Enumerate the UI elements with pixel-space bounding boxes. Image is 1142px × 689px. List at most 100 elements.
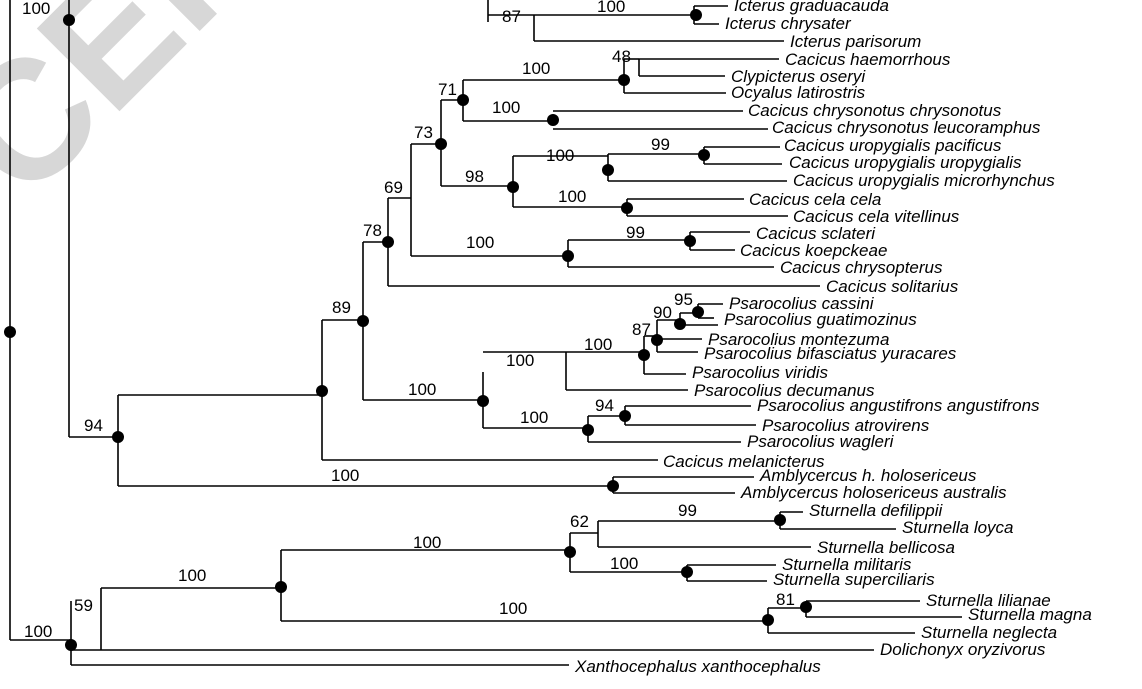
- support-label: 99: [651, 135, 670, 154]
- tree-node-dot: [651, 334, 663, 346]
- tip-label: Icterus chrysater: [725, 14, 852, 33]
- support-label: 100: [22, 0, 50, 18]
- tree-node-dot: [477, 395, 489, 407]
- tree-node-dot: [607, 480, 619, 492]
- tip-label: Cacicus chrysopterus: [780, 258, 943, 277]
- tip-label: Xanthocephalus xanthocephalus: [574, 657, 821, 676]
- tree-node-dot: [562, 250, 574, 262]
- tip-label: Psarocolius angustifrons angustifrons: [757, 396, 1040, 415]
- support-label: 100: [331, 466, 359, 485]
- support-label: 81: [776, 590, 795, 609]
- support-label: 78: [363, 221, 382, 240]
- tip-label: Cacicus chrysonotus chrysonotus: [748, 101, 1002, 120]
- tip-label: Cacicus uropygialis uropygialis: [789, 153, 1022, 172]
- tip-label: Cacicus uropygialis microrhynchus: [793, 171, 1055, 190]
- support-label: 59: [74, 596, 93, 615]
- tip-labels: Icterus graduacauda Icterus chrysater Ic…: [574, 0, 1092, 676]
- support-label: 71: [438, 80, 457, 99]
- tip-label: Cacicus haemorrhous: [785, 50, 951, 69]
- tree-node-dot: [621, 202, 633, 214]
- support-label: 87: [502, 7, 521, 26]
- tip-label: Icterus parisorum: [790, 32, 921, 51]
- support-label: 100: [584, 335, 612, 354]
- tree-node-dot: [4, 326, 16, 338]
- support-label: 100: [499, 599, 527, 618]
- tree-node-dot: [65, 639, 77, 651]
- tree-node-dot: [507, 181, 519, 193]
- tip-label: Psarocolius bifasciatus yuracares: [704, 344, 957, 363]
- tip-label: Psarocolius decumanus: [694, 381, 875, 400]
- support-label: 99: [678, 501, 697, 520]
- support-label: 100: [466, 233, 494, 252]
- tip-label: Cacicus cela vitellinus: [793, 207, 960, 226]
- tree-node-dot: [774, 514, 786, 526]
- tip-label: Cacicus cela cela: [749, 190, 881, 209]
- support-label: 90: [653, 303, 672, 322]
- support-label: 62: [570, 512, 589, 531]
- tip-label: Amblycercus holosericeus australis: [740, 483, 1007, 502]
- tree-node-dot: [638, 349, 650, 361]
- support-label: 100: [546, 146, 574, 165]
- support-label: 100: [610, 554, 638, 573]
- support-label: 87: [632, 320, 651, 339]
- support-label: 99: [626, 223, 645, 242]
- tip-label: Cacicus sclateri: [756, 224, 876, 243]
- support-labels: 100 100 87 48 71 100 100 73 99 100 98 10…: [22, 0, 795, 641]
- tip-label: Sturnella militaris: [782, 555, 912, 574]
- tree-node-dot: [602, 164, 614, 176]
- support-label: 100: [24, 622, 52, 641]
- tree-node-dot: [619, 410, 631, 422]
- tip-label: Clypicterus oseryi: [731, 67, 866, 86]
- support-label: 48: [612, 47, 631, 66]
- tip-label: Psarocolius wagleri: [747, 432, 895, 451]
- tip-label: Cacicus melanicterus: [663, 452, 825, 471]
- tree-node-dot: [112, 431, 124, 443]
- support-label: 94: [595, 396, 614, 415]
- support-label: 100: [558, 187, 586, 206]
- support-label: 100: [506, 351, 534, 370]
- support-label: 95: [674, 290, 693, 309]
- tree-node-dot: [692, 306, 704, 318]
- tree-node-dot: [618, 74, 630, 86]
- support-label: 73: [414, 123, 433, 142]
- tree-node-dot: [698, 149, 710, 161]
- tree-node-dot: [547, 114, 559, 126]
- tip-label: Sturnella magna: [968, 605, 1092, 624]
- tree-node-dot: [275, 581, 287, 593]
- tree-node-dot: [690, 9, 702, 21]
- support-label: 89: [332, 298, 351, 317]
- tree-node-dot: [564, 546, 576, 558]
- support-label: 98: [465, 167, 484, 186]
- support-label: 100: [522, 59, 550, 78]
- support-label: 100: [520, 408, 548, 427]
- tip-label: Sturnella superciliaris: [773, 570, 935, 589]
- support-label: 100: [413, 533, 441, 552]
- support-label: 69: [384, 178, 403, 197]
- tip-label: Psarocolius guatimozinus: [724, 310, 917, 329]
- tip-label: Cacicus solitarius: [826, 277, 959, 296]
- tip-label: Sturnella lilianae: [926, 591, 1051, 610]
- tree-node-dot: [435, 138, 447, 150]
- tree-node-dot: [800, 601, 812, 613]
- support-label: 100: [408, 380, 436, 399]
- tree-node-dot: [382, 236, 394, 248]
- tree-node-dot: [63, 14, 75, 26]
- tree-node-dot: [582, 424, 594, 436]
- tip-label: Cacicus uropygialis pacificus: [784, 136, 1002, 155]
- tip-label: Psarocolius montezuma: [708, 330, 889, 349]
- tree-nodes: [4, 9, 812, 651]
- tip-label: Psarocolius viridis: [692, 363, 829, 382]
- support-label: 100: [178, 566, 206, 585]
- tree-node-dot: [316, 385, 328, 397]
- tree-node-dot: [762, 614, 774, 626]
- support-label: 100: [597, 0, 625, 16]
- tip-label: Psarocolius atrovirens: [762, 416, 930, 435]
- tip-label: Dolichonyx oryzivorus: [880, 640, 1046, 659]
- tip-label: Cacicus chrysonotus leucoramphus: [772, 118, 1041, 137]
- tree-node-dot: [674, 318, 686, 330]
- tree-node-dot: [684, 235, 696, 247]
- tree-node-dot: [681, 566, 693, 578]
- tip-label: Sturnella defilippii: [809, 501, 943, 520]
